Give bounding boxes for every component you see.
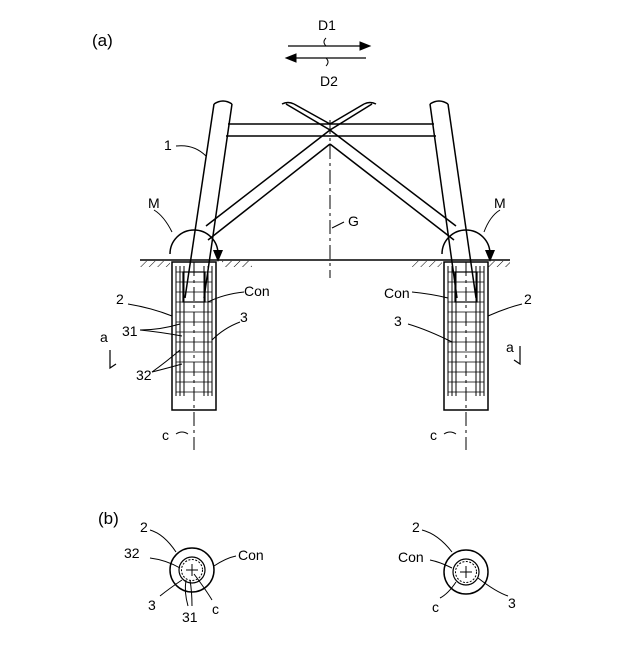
cross-section-left [170, 548, 214, 592]
label-foundation-left: 2 [116, 291, 124, 307]
label-d1: D1 [318, 17, 336, 33]
label-b-cage-left: 3 [148, 597, 156, 613]
brace-left-upper [206, 130, 330, 226]
arrow-d2-head [286, 54, 296, 62]
label-gravity-axis: G [348, 213, 359, 229]
panel-b-label: (b) [98, 509, 119, 528]
foundation-left [172, 262, 216, 450]
label-tower: 1 [164, 137, 172, 153]
label-foundation-right: 2 [524, 291, 532, 307]
panel-b: (b) 2 32 Con 3 31 c 2 [98, 509, 516, 625]
label-moment-left: M [148, 195, 160, 211]
brace-right-upper [330, 130, 456, 226]
foundation-right [444, 262, 488, 450]
label-section-left: a [100, 329, 108, 345]
label-moment-right: M [494, 195, 506, 211]
label-center-right: c [430, 427, 437, 443]
label-d2: D2 [320, 73, 338, 89]
ground-line [140, 260, 510, 267]
label-b-bar-31-left: 31 [182, 609, 198, 625]
panel-a-label: (a) [92, 31, 113, 50]
label-b-cage-right: 3 [508, 595, 516, 611]
label-center-left: c [162, 427, 169, 443]
label-concrete-left: Con [244, 283, 270, 299]
cross-section-right [444, 550, 488, 594]
label-section-right: a [506, 339, 514, 355]
label-b-center-right: c [432, 599, 439, 615]
label-cage-right: 3 [394, 313, 402, 329]
label-b-concrete-right: Con [398, 549, 424, 565]
label-bar-32-left: 32 [136, 367, 152, 383]
label-b-bar-32-left: 32 [124, 545, 140, 561]
left-leg-outer [185, 104, 214, 298]
section-marker-right [514, 346, 520, 364]
label-b-foundation-right: 2 [412, 519, 420, 535]
brace-left-lower [208, 144, 330, 240]
label-b-center-left: c [212, 601, 219, 617]
label-bar-31-left: 31 [122, 323, 138, 339]
section-marker-left [110, 350, 116, 368]
label-cage-left: 3 [240, 309, 248, 325]
arrow-d1-head [360, 42, 370, 50]
label-b-foundation-left: 2 [140, 519, 148, 535]
panel-a: (a) D1 D2 [92, 17, 532, 450]
label-concrete-right: Con [384, 285, 410, 301]
label-b-concrete-left: Con [238, 547, 264, 563]
direction-arrows [286, 38, 370, 66]
